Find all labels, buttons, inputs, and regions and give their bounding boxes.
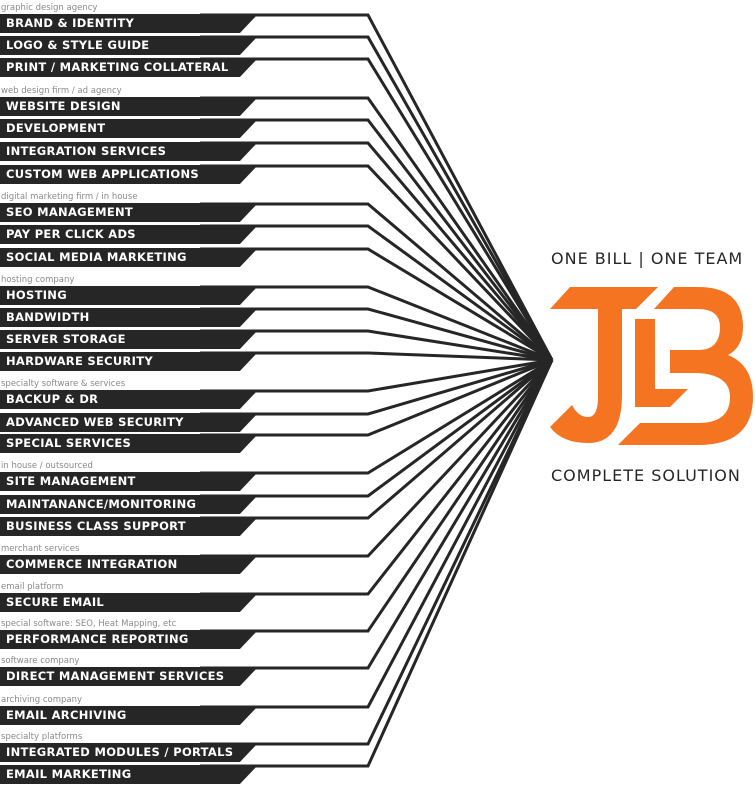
group-caption: special software: SEO, Heat Mapping, etc: [1, 619, 177, 629]
group-caption: archiving company: [1, 695, 82, 705]
tagline-bottom: COMPLETE SOLUTION: [551, 466, 741, 485]
service-banner: SOCIAL MEDIA MARKETING: [0, 248, 258, 267]
group-caption: software company: [1, 656, 80, 666]
service-banner: INTEGRATED MODULES / PORTALS: [0, 743, 258, 762]
jlb-logo: [550, 287, 753, 445]
service-label: DIRECT MANAGEMENT SERVICES: [6, 669, 225, 683]
service-label: SECURE EMAIL: [6, 595, 105, 609]
service-label: PRINT / MARKETING COLLATERAL: [6, 60, 229, 74]
service-label: HARDWARE SECURITY: [6, 354, 154, 368]
service-label: BANDWIDTH: [6, 310, 90, 324]
service-label: EMAIL MARKETING: [6, 767, 132, 781]
group-caption: merchant services: [1, 544, 80, 554]
service-label: PAY PER CLICK ADS: [6, 227, 136, 241]
service-label: SITE MANAGEMENT: [6, 474, 136, 488]
tagline-top: ONE BILL | ONE TEAM: [551, 249, 744, 268]
service-banner: SEO MANAGEMENT: [0, 203, 258, 222]
service-label: INTEGRATION SERVICES: [6, 144, 167, 158]
service-label: BUSINESS CLASS SUPPORT: [6, 519, 186, 533]
service-banner: EMAIL ARCHIVING: [0, 706, 258, 725]
service-label: SERVER STORAGE: [6, 332, 126, 346]
service-label: DEVELOPMENT: [6, 121, 106, 135]
service-label: CUSTOM WEB APPLICATIONS: [6, 167, 199, 181]
service-banner: ADVANCED WEB SECURITY: [0, 413, 258, 432]
service-banner: MAINTANANCE/MONITORING: [0, 495, 258, 514]
service-label: BACKUP & DR: [6, 392, 99, 406]
service-banner: WEBSITE DESIGN: [0, 97, 258, 116]
service-banner: BUSINESS CLASS SUPPORT: [0, 517, 258, 536]
service-banner: SERVER STORAGE: [0, 330, 258, 349]
service-banner: BANDWIDTH: [0, 308, 258, 327]
group-caption: in house / outsourced: [1, 461, 93, 471]
group-caption: graphic design agency: [1, 3, 98, 13]
connector-line: [200, 118, 554, 361]
service-banner: PRINT / MARKETING COLLATERAL: [0, 58, 258, 77]
service-banner: SECURE EMAIL: [0, 593, 258, 612]
service-label: SPECIAL SERVICES: [6, 436, 132, 450]
service-label: COMMERCE INTEGRATION: [6, 557, 178, 571]
service-banner: DEVELOPMENT: [0, 119, 258, 138]
service-banner: SITE MANAGEMENT: [0, 472, 258, 491]
connector-line: [200, 359, 554, 768]
group-caption: specialty software & services: [1, 379, 126, 389]
service-label: INTEGRATED MODULES / PORTALS: [6, 745, 234, 759]
group-caption: digital marketing firm / in house: [1, 192, 138, 202]
service-banner: SPECIAL SERVICES: [0, 434, 258, 453]
service-label: BRAND & IDENTITY: [6, 16, 135, 30]
group-caption: web design firm / ad agency: [1, 86, 122, 96]
service-banner: BACKUP & DR: [0, 390, 258, 409]
service-label: EMAIL ARCHIVING: [6, 708, 127, 722]
service-banner: COMMERCE INTEGRATION: [0, 555, 258, 574]
service-banner: BRAND & IDENTITY: [0, 14, 258, 33]
service-banner: CUSTOM WEB APPLICATIONS: [0, 165, 258, 184]
service-label: HOSTING: [6, 288, 67, 302]
service-banner: LOGO & STYLE GUIDE: [0, 36, 258, 55]
service-label: SEO MANAGEMENT: [6, 205, 134, 219]
service-banner: DIRECT MANAGEMENT SERVICES: [0, 667, 258, 686]
service-label: LOGO & STYLE GUIDE: [6, 38, 150, 52]
service-banner: HOSTING: [0, 286, 258, 305]
service-banner: INTEGRATION SERVICES: [0, 142, 258, 161]
service-banner: HARDWARE SECURITY: [0, 352, 258, 371]
service-label: SOCIAL MEDIA MARKETING: [6, 250, 187, 264]
group-caption: hosting company: [1, 275, 75, 285]
service-banner: PERFORMANCE REPORTING: [0, 630, 258, 649]
service-label: WEBSITE DESIGN: [6, 99, 121, 113]
group-caption: specialty platforms: [1, 732, 83, 742]
service-label: MAINTANANCE/MONITORING: [6, 497, 197, 511]
service-label: PERFORMANCE REPORTING: [6, 632, 189, 646]
group-caption: email platform: [1, 582, 64, 592]
service-banner: PAY PER CLICK ADS: [0, 225, 258, 244]
service-banner: EMAIL MARKETING: [0, 765, 258, 784]
service-label: ADVANCED WEB SECURITY: [6, 415, 184, 429]
